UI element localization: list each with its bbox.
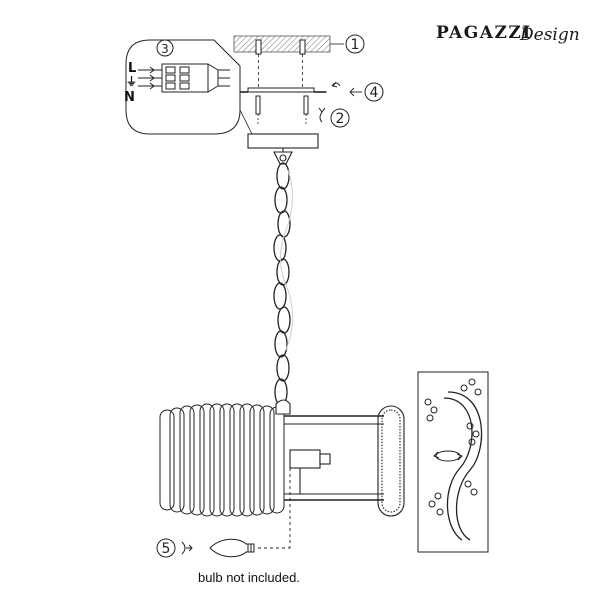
callout-4: 4 [370, 85, 379, 101]
brand-logo: PAGAZZI Design [436, 23, 580, 45]
wire-label-earth: ⏚ [126, 75, 137, 88]
bulb-lead [258, 468, 291, 549]
mounting-bracket [227, 81, 384, 128]
bulb-not-included-caption: bulb not included. [198, 570, 300, 585]
callout-5: 5 [162, 541, 171, 557]
wire-label-neutral: N [124, 90, 135, 105]
candle-bulb [209, 538, 255, 558]
callout-1: 1 [351, 37, 360, 53]
callout-2: 2 [336, 111, 345, 127]
wiring-detail [125, 39, 253, 135]
brand-name: PAGAZZI [436, 23, 532, 43]
lamp-side-hoop [377, 405, 405, 517]
ceiling-anchors [255, 39, 306, 88]
wire-label-live: L [128, 61, 136, 76]
step4-arrow [349, 87, 362, 97]
hoop-detail-inset [417, 371, 489, 553]
chain-hook [273, 148, 293, 165]
lamp-shade [159, 403, 285, 517]
lamp-frame [275, 399, 384, 501]
ceiling-section: 1 [233, 34, 365, 54]
chain [273, 162, 293, 406]
callout-3: 3 [161, 42, 169, 56]
brand-suffix: Design [519, 25, 580, 45]
ceiling-canopy [247, 133, 319, 149]
step5-marker [156, 538, 193, 558]
